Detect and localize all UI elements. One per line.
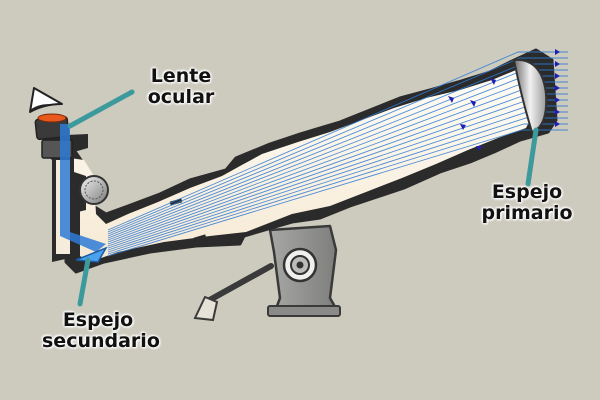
eyepiece-lens (37, 113, 67, 123)
label-secondary-mirror-line2: secundario (42, 330, 160, 352)
light-ray (107, 57, 568, 233)
mount-knob-icon (282, 247, 318, 283)
ray-arrowhead (476, 146, 482, 151)
tube-slit (193, 234, 207, 242)
ray-arrowhead (470, 100, 476, 107)
pointer-eyepiece (67, 89, 135, 129)
mount-handle (193, 295, 219, 322)
label-eyepiece-line1: Lente (150, 65, 212, 87)
label-secondary-mirror-line1: Espejo (62, 309, 134, 331)
label-primary-mirror: Espejo primario (480, 182, 574, 224)
telescope-mount (193, 224, 341, 322)
primary-mirror (512, 58, 548, 134)
label-primary-mirror-line2: primario (481, 202, 573, 224)
ray-arrowhead (555, 73, 560, 79)
mount-base (267, 305, 341, 317)
ray-arrowhead (555, 97, 560, 103)
ray-arrowhead (555, 61, 560, 67)
ray-arrowhead (490, 78, 496, 85)
primary-mirror-surface (512, 58, 548, 134)
eyepiece-light-path (60, 124, 106, 252)
label-eyepiece: Lente ocular (138, 66, 224, 108)
pointer-secondary-mirror (77, 257, 91, 307)
light-ray (107, 123, 568, 255)
eyepiece-assembly (29, 87, 106, 262)
label-pointers (67, 89, 539, 307)
light-ray (107, 51, 568, 231)
tube-slit (169, 198, 183, 206)
ray-arrowhead (448, 96, 454, 103)
ray-arrowhead (555, 109, 560, 115)
label-primary-mirror-line1: Espejo (491, 181, 563, 203)
eye-icon (29, 87, 63, 113)
ray-arrowheads (448, 49, 560, 151)
light-ray (107, 129, 568, 257)
mount-arm (203, 263, 274, 305)
ray-arrowhead (555, 121, 560, 127)
ray-arrowhead (555, 85, 560, 91)
label-secondary-mirror: Espejo secundario (42, 309, 160, 352)
label-eyepiece-line2: ocular (147, 86, 215, 108)
ray-arrowhead (460, 124, 466, 130)
focus-knob-icon (79, 175, 109, 205)
ray-arrowhead (555, 49, 560, 55)
light-ray (107, 117, 568, 253)
pointer-primary-mirror (525, 127, 539, 187)
